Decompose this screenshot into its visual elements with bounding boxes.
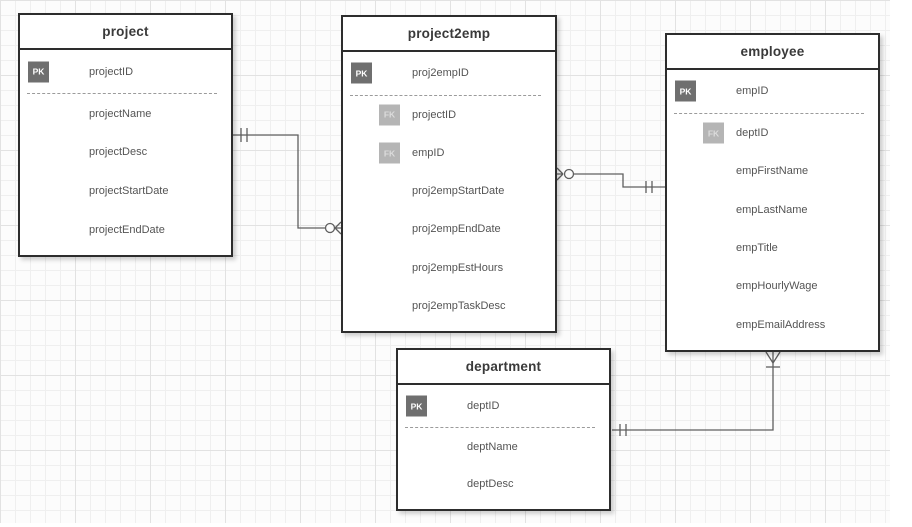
field-row-empID[interactable]: FK empID [343, 134, 555, 172]
one-and-only-one-marker [619, 424, 627, 436]
entity-header: employee [667, 35, 878, 70]
field-name: projectEndDate [89, 223, 165, 236]
field-name: projectID [89, 65, 134, 78]
field-row-empFirstName[interactable]: empFirstName [667, 152, 878, 190]
field-name: empTitle [736, 242, 778, 255]
field-row-projectName[interactable]: projectName [20, 94, 231, 133]
pk-badge: PK [406, 395, 427, 417]
entity-fields: PK proj2empID FK projectID FK empID proj2empSt… [343, 52, 555, 331]
field-row-empTitle[interactable]: empTitle [667, 229, 878, 267]
pk-separator [27, 93, 217, 95]
field-name: projectDesc [89, 146, 148, 159]
pk-separator [350, 94, 541, 96]
entity-project[interactable]: project PK projectID projectName projectDes… [18, 13, 233, 257]
field-row-proj2empEndDate[interactable]: proj2empEndDate [343, 210, 555, 248]
field-name: projectName [89, 107, 152, 120]
entity-header: project2emp [343, 17, 555, 52]
field-row-proj2empEstHours[interactable]: proj2empEstHours [343, 249, 555, 287]
field-name: empID [736, 85, 769, 98]
field-row-deptName[interactable]: deptName [398, 428, 609, 466]
field-name: empLastName [736, 203, 808, 216]
field-row-proj2empID[interactable]: PK proj2empID [343, 52, 555, 95]
field-name: empHourlyWage [736, 280, 818, 293]
connector-line[interactable] [574, 173, 665, 188]
field-name: deptName [467, 440, 518, 453]
pk-separator [405, 427, 595, 428]
field-row-proj2empStartDate[interactable]: proj2empStartDate [343, 172, 555, 210]
field-name: proj2empEstHours [412, 261, 504, 274]
entity-title: department [465, 359, 542, 374]
field-row-projectID[interactable]: PK projectID [20, 50, 231, 93]
field-name: empEmailAddress [736, 318, 826, 331]
field-row-deptID[interactable]: FK deptID [667, 114, 878, 152]
one-and-only-one-marker [240, 128, 248, 142]
field-row-projectEndDate[interactable]: projectEndDate [20, 210, 231, 249]
entity-employee[interactable]: employee PK empID FK deptID empFirstName empL… [665, 33, 880, 352]
entity-header: department [398, 350, 609, 385]
field-name: deptID [736, 127, 769, 140]
crow-foot-many-marker [334, 221, 342, 235]
zero-marker [563, 168, 575, 180]
pk-separator [674, 112, 864, 114]
field-name: proj2empID [412, 67, 469, 80]
field-name: proj2empStartDate [412, 185, 505, 198]
entity-title: project [102, 24, 149, 39]
zero-marker [324, 222, 336, 234]
fk-badge: FK [703, 122, 724, 144]
entity-fields: PK projectID projectName projectDesc project… [20, 50, 231, 255]
entity-title: project2emp [407, 26, 491, 41]
one-and-only-one-marker [645, 181, 653, 193]
pk-badge: PK [675, 80, 696, 102]
field-name: projectID [412, 108, 457, 121]
field-name: empFirstName [736, 165, 809, 178]
crow-foot-many-marker [556, 167, 564, 181]
field-row-empID[interactable]: PK empID [667, 70, 878, 113]
entity-fields: PK empID FK deptID empFirstName empLastName em… [667, 70, 878, 350]
field-row-deptID[interactable]: PK deptID [398, 385, 609, 427]
field-row-projectStartDate[interactable]: projectStartDate [20, 172, 231, 211]
field-row-projectDesc[interactable]: projectDesc [20, 133, 231, 172]
entity-header: project [20, 15, 231, 50]
relationship-project-project2emp[interactable] [233, 128, 342, 235]
fk-badge: FK [379, 104, 400, 126]
entity-project2emp[interactable]: project2emp PK proj2empID FK projectID FK emp… [341, 15, 557, 333]
field-row-proj2empTaskDesc[interactable]: proj2empTaskDesc [343, 287, 555, 325]
field-row-empLastName[interactable]: empLastName [667, 191, 878, 229]
connector-line[interactable] [233, 134, 325, 229]
field-name: proj2empEndDate [412, 223, 501, 236]
pk-badge: PK [351, 62, 372, 84]
relationship-department-employee[interactable] [612, 351, 781, 436]
field-row-projectID[interactable]: FK projectID [343, 96, 555, 134]
field-name: projectStartDate [89, 184, 169, 197]
field-name: deptDesc [467, 478, 514, 491]
fk-badge: FK [379, 142, 400, 164]
connector-line[interactable] [612, 363, 774, 431]
entity-title: employee [740, 44, 805, 59]
field-name: deptID [467, 400, 500, 412]
field-row-deptDesc[interactable]: deptDesc [398, 466, 609, 504]
pk-badge: PK [28, 61, 49, 83]
crow-foot-many-marker [765, 351, 781, 364]
relationship-project2emp-employee[interactable] [556, 167, 665, 193]
entity-department[interactable]: department PK deptID deptName deptDesc [396, 348, 611, 511]
field-name: empID [412, 147, 445, 160]
entity-fields: PK deptID deptName deptDesc [398, 385, 609, 509]
field-row-empHourlyWage[interactable]: empHourlyWage [667, 267, 878, 305]
field-row-empEmailAddress[interactable]: empEmailAddress [667, 306, 878, 344]
field-name: proj2empTaskDesc [412, 299, 506, 312]
